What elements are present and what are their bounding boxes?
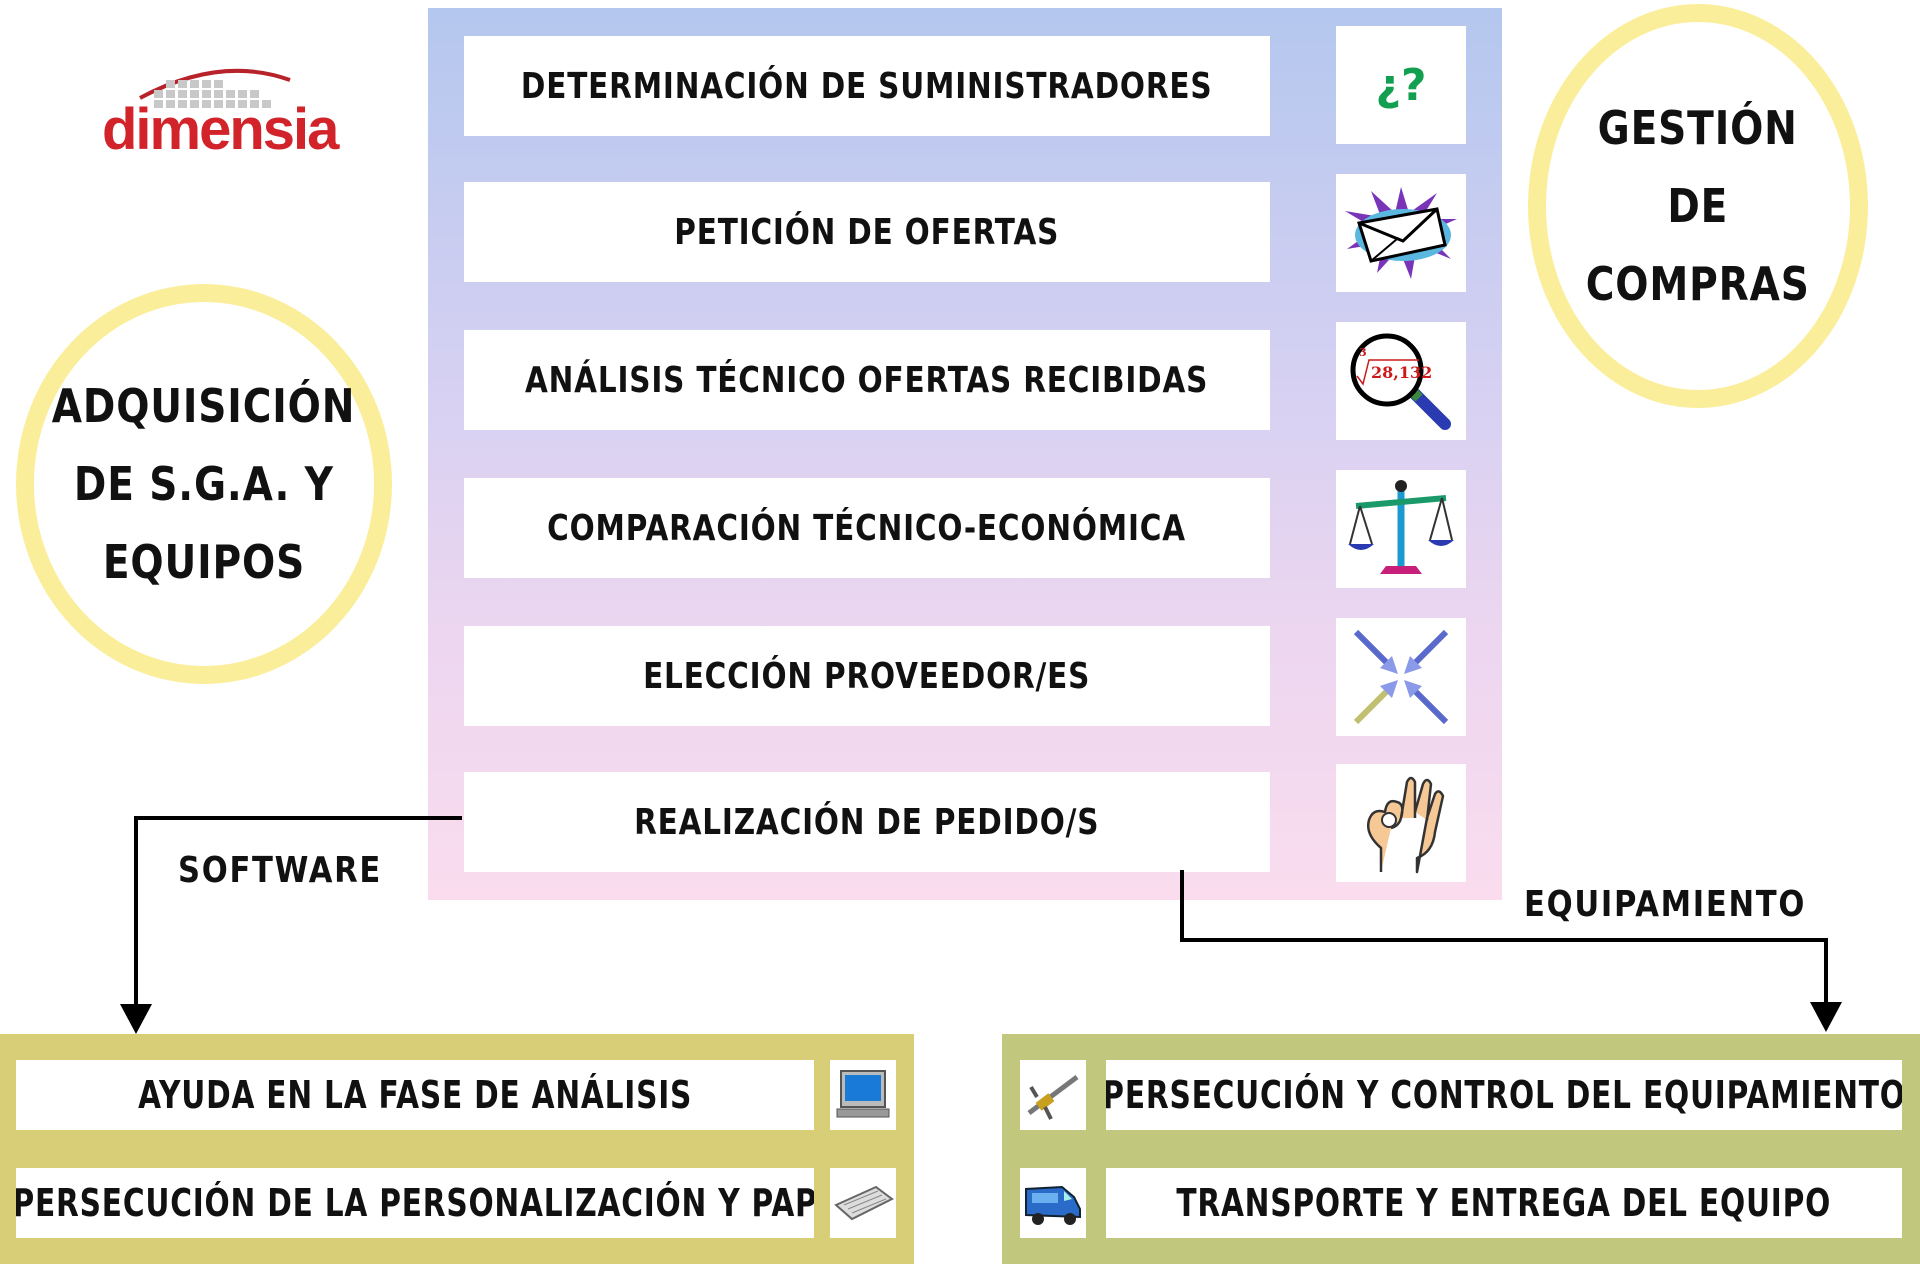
keyboard-icon: [830, 1168, 896, 1238]
logo-text: dimensia: [102, 97, 339, 162]
equipment-panel: PERSECUCIÓN Y CONTROL DEL EQUIPAMIENTO T…: [1002, 1034, 1920, 1264]
equipment-item-tracking: PERSECUCIÓN Y CONTROL DEL EQUIPAMIENTO: [1106, 1060, 1902, 1130]
question-marks-icon: ¿?: [1336, 26, 1466, 144]
svg-text:28,132: 28,132: [1371, 363, 1432, 382]
software-item-customization: PERSECUCIÓN DE LA PERSONALIZACIÓN Y PAP: [16, 1168, 814, 1238]
equipment-branch-label: EQUIPAMIENTO: [1524, 884, 1807, 925]
envelope-icon: [1336, 174, 1466, 292]
ok-hand-icon: [1336, 764, 1466, 882]
purchase-process-panel: DETERMINACIÓN DE SUMINISTRADORES PETICIÓ…: [428, 8, 1502, 900]
software-panel: AYUDA EN LA FASE DE ANÁLISIS PERSECUCIÓN…: [0, 1034, 914, 1264]
acquisition-line-3: EQUIPOS: [102, 535, 306, 589]
step-technical-analysis: ANÁLISIS TÉCNICO OFERTAS RECIBIDAS: [464, 330, 1270, 430]
acquisition-line-1: ADQUISICIÓN: [52, 379, 356, 433]
purchasing-line-2: DE: [1667, 179, 1729, 233]
computer-monitor-icon: [830, 1060, 896, 1130]
step-supplier-selection: ELECCIÓN PROVEEDOR/ES: [464, 626, 1270, 726]
svg-text:3: 3: [1359, 346, 1367, 359]
purchasing-line-3: COMPRAS: [1585, 257, 1810, 311]
software-branch-label: SOFTWARE: [178, 850, 382, 891]
purchasing-line-1: GESTIÓN: [1597, 101, 1799, 155]
converging-arrows-icon: [1336, 618, 1466, 736]
delivery-van-icon: [1020, 1168, 1086, 1238]
dimensia-logo: dimensia: [100, 60, 339, 162]
step-request-offers: PETICIÓN DE OFERTAS: [464, 182, 1270, 282]
magnifier-icon: 3 28,132: [1336, 322, 1466, 440]
caliper-icon: [1020, 1060, 1086, 1130]
step-place-order: REALIZACIÓN DE PEDIDO/S: [464, 772, 1270, 872]
step-technical-economic-comparison: COMPARACIÓN TÉCNICO-ECONÓMICA: [464, 478, 1270, 578]
logo-graphic: [139, 68, 291, 108]
step-supplier-determination: DETERMINACIÓN DE SUMINISTRADORES: [464, 36, 1270, 136]
acquisition-line-2: DE S.G.A. Y: [74, 457, 334, 511]
equipment-item-transport: TRANSPORTE Y ENTREGA DEL EQUIPO: [1106, 1168, 1902, 1238]
software-item-analysis: AYUDA EN LA FASE DE ANÁLISIS: [16, 1060, 814, 1130]
scales-icon: [1336, 470, 1466, 588]
